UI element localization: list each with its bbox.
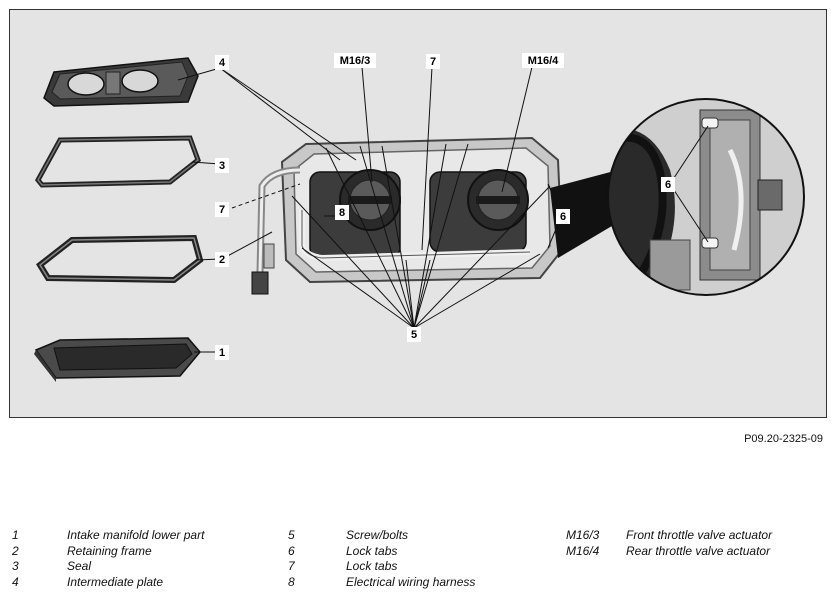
- dashed-leader: [231, 183, 301, 209]
- callout-6-left-box: [556, 209, 570, 224]
- callout-7-left: 7: [219, 204, 225, 216]
- legend-m163-label: Front throttle valve actuator: [626, 528, 773, 542]
- legend-8-label: Electrical wiring harness: [346, 575, 476, 589]
- callout-3: 3: [219, 160, 225, 172]
- retaining-frame: [36, 234, 204, 284]
- callout-5: 5: [411, 329, 417, 341]
- legend-6-label: Lock tabs: [346, 544, 398, 558]
- callout-7-top: 7: [430, 56, 436, 68]
- callout-7-left-box: [215, 202, 229, 217]
- magnified-detail: [607, 98, 805, 296]
- legend-m164-label: Rear throttle valve actuator: [626, 544, 771, 558]
- legend-6-num: 6: [288, 544, 295, 558]
- callout-m163-box: [334, 53, 376, 68]
- callout-4: 4: [219, 57, 226, 69]
- legend-3-label: Seal: [67, 559, 92, 573]
- legend-4-num: 4: [12, 575, 19, 589]
- legend-8-num: 8: [288, 575, 295, 589]
- legend-7-label: Lock tabs: [346, 559, 398, 573]
- callout-7-top-box: [426, 54, 440, 69]
- throttle-assembly: [251, 136, 564, 295]
- diagram-artwork: 4 3 7 2 1 M16/3 7 M16/4 8 6 6 5: [34, 53, 805, 382]
- callout-6-right: 6: [665, 179, 671, 191]
- screw-leader-lines: [291, 143, 551, 329]
- legend-2-label: Retaining frame: [67, 544, 152, 558]
- callout-4-box: [215, 55, 229, 70]
- legend-5-num: 5: [288, 528, 295, 542]
- legend-1-num: 1: [12, 528, 19, 542]
- callout-m164-box: [522, 53, 564, 68]
- callout-3-box: [215, 158, 229, 173]
- legend-2-num: 2: [12, 544, 19, 558]
- callout-2-box: [215, 252, 229, 267]
- legend-1-label: Intake manifold lower part: [67, 528, 205, 542]
- callout-8-box: [335, 205, 349, 220]
- callout-8: 8: [339, 207, 345, 219]
- callout-6-right-box: [661, 177, 675, 192]
- callout-m16-4: M16/4: [528, 55, 559, 67]
- legend-4-label: Intermediate plate: [67, 575, 164, 589]
- intake-manifold-lower-part: [34, 337, 201, 382]
- seal: [35, 135, 201, 188]
- legend-3-num: 3: [12, 559, 19, 573]
- intermediate-plate: [43, 57, 199, 107]
- figure-code: P09.20-2325-09: [744, 433, 823, 445]
- magnifier-pointer: [550, 170, 622, 258]
- legend-7-num: 7: [288, 559, 295, 573]
- callout-labels: 4 3 7 2 1 M16/3 7 M16/4 8 6 6 5: [215, 53, 675, 360]
- callout-1: 1: [219, 347, 225, 359]
- legend: 1 Intake manifold lower part 2 Retaining…: [0, 528, 837, 598]
- exploded-view-diagram: 4 3 7 2 1 M16/3 7 M16/4 8 6 6 5: [9, 9, 827, 418]
- legend-5-label: Screw/bolts: [346, 528, 409, 542]
- callout-6-left: 6: [560, 211, 566, 223]
- leader-lines: [177, 66, 709, 353]
- legend-m163-num: M16/3: [566, 528, 600, 542]
- callout-5-box: [407, 327, 421, 342]
- callout-m16-3: M16/3: [340, 55, 371, 67]
- callout-2: 2: [219, 254, 225, 266]
- callout-1-box: [215, 345, 229, 360]
- legend-m164-num: M16/4: [566, 544, 600, 558]
